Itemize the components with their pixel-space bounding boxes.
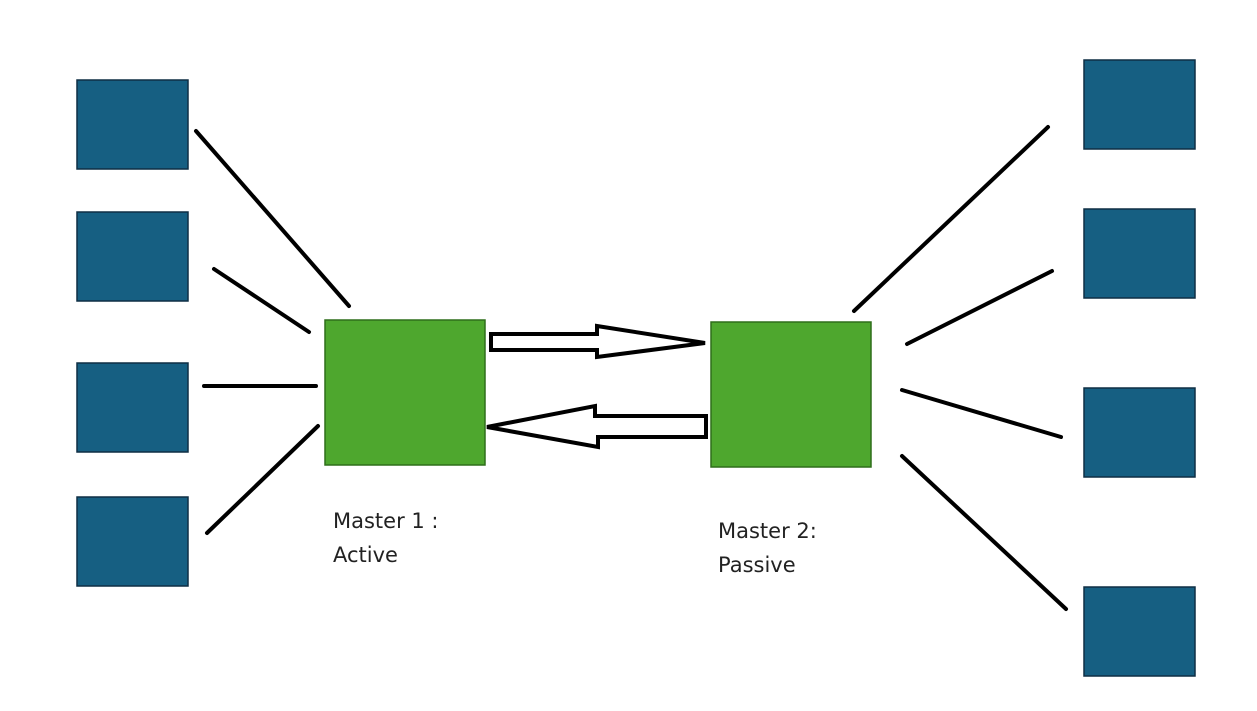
slave-node-left-3 <box>76 362 189 453</box>
slave-node-right-1 <box>1083 59 1196 150</box>
connector-left-4 <box>205 424 320 535</box>
slave-node-left-4 <box>76 496 189 587</box>
master-2-name: Master 2: <box>718 519 817 543</box>
connector-left-2 <box>212 267 311 334</box>
master-node-2 <box>710 321 872 468</box>
replication-arrow-left <box>486 403 708 450</box>
slave-node-right-3 <box>1083 387 1196 478</box>
replication-arrow-right <box>489 323 706 360</box>
connector-right-4 <box>900 454 1068 611</box>
master-1-label: Master 1 : Active <box>333 504 439 572</box>
slave-node-left-2 <box>76 211 189 302</box>
slave-node-right-2 <box>1083 208 1196 299</box>
master-1-name: Master 1 : <box>333 509 439 533</box>
master-node-1 <box>324 319 486 466</box>
master-2-label: Master 2: Passive <box>718 514 817 582</box>
master-2-status: Passive <box>718 553 796 577</box>
slave-node-left-1 <box>76 79 189 170</box>
connector-right-2 <box>905 269 1054 346</box>
slave-node-right-4 <box>1083 586 1196 677</box>
master-1-status: Active <box>333 543 398 567</box>
connector-left-1 <box>194 129 351 308</box>
connector-right-3 <box>900 388 1063 439</box>
connector-right-1 <box>852 125 1050 313</box>
